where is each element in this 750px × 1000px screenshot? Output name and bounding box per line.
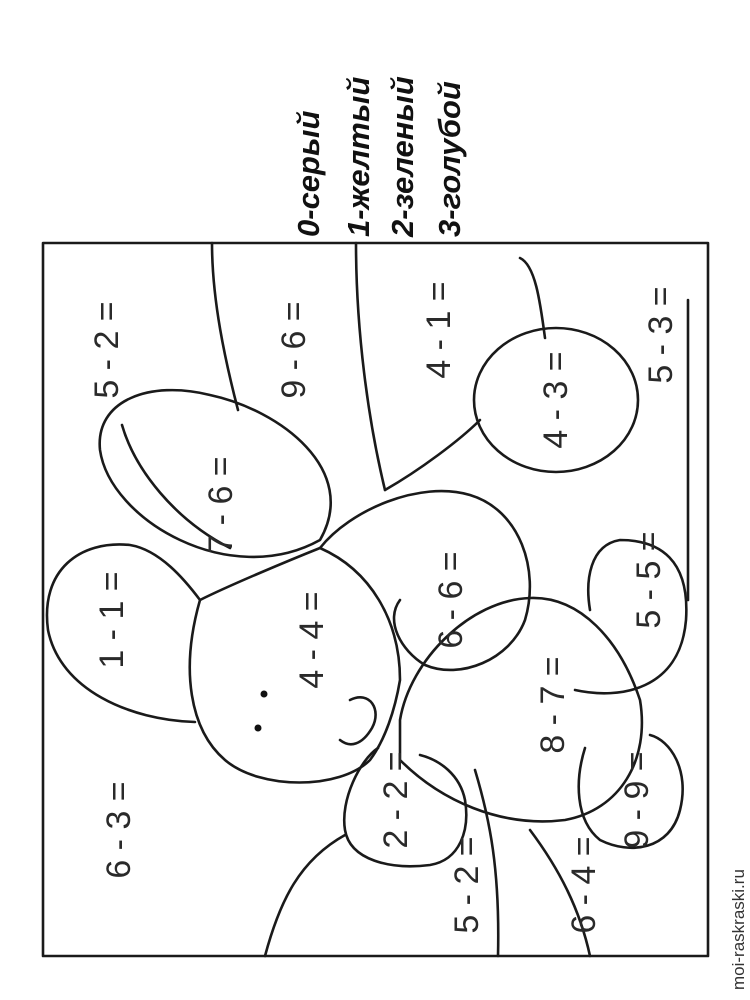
equation-9-9: 9 - 9 = (618, 751, 656, 848)
eye-1 (260, 690, 268, 698)
equation-1-1: 1 - 1 = (93, 571, 131, 668)
equation-7-6: 7 - 6 = (202, 456, 240, 553)
region-line-1 (210, 241, 240, 412)
equation-2-2: 2 - 2 = (377, 751, 415, 848)
region-line-3 (518, 256, 547, 340)
equation-9-6: 9 - 6 = (275, 301, 313, 398)
region-line-4 (473, 768, 500, 958)
region-line-6 (528, 828, 592, 958)
body-line (383, 418, 482, 492)
equation-5-5: 5 - 5 = (630, 531, 668, 628)
equation-6-4: 6 - 4 = (565, 836, 603, 933)
legend-item-blue: 3-голубой (432, 81, 467, 237)
head (188, 546, 402, 784)
foot-right (577, 733, 684, 850)
region-line-2 (354, 241, 387, 492)
region-line-5 (263, 833, 347, 958)
legend-item-yellow: 1-желтый (341, 77, 376, 237)
ear-top-inner (120, 423, 232, 550)
eye-2 (254, 724, 262, 732)
body-bump (318, 489, 532, 672)
equation-5-2-top: 5 - 2 = (88, 301, 126, 398)
equation-6-6: 6 - 6 = (432, 551, 470, 648)
foot-left (342, 746, 468, 868)
belly (398, 596, 644, 823)
site-credit: moi-raskraski.ru (729, 869, 748, 990)
equation-8-7: 8 - 7 = (534, 656, 572, 753)
ear-left (45, 543, 202, 724)
equation-5-2-bottom: 5 - 2 = (448, 836, 486, 933)
equation-4-4: 4 - 4 = (293, 591, 331, 688)
equation-4-3: 4 - 3 = (537, 351, 575, 448)
snout-curve (338, 696, 377, 746)
equation-5-3: 5 - 3 = (642, 286, 680, 383)
legend-item-green: 2-зеленый (385, 76, 420, 238)
picture-frame (41, 241, 710, 958)
legend-item-gray: 0-серый (291, 111, 326, 237)
ear-top (98, 388, 332, 559)
equation-4-1: 4 - 1 = (420, 281, 458, 378)
round-head (472, 326, 640, 474)
paw-right (573, 538, 688, 695)
equation-6-3: 6 - 3 = (100, 781, 138, 878)
